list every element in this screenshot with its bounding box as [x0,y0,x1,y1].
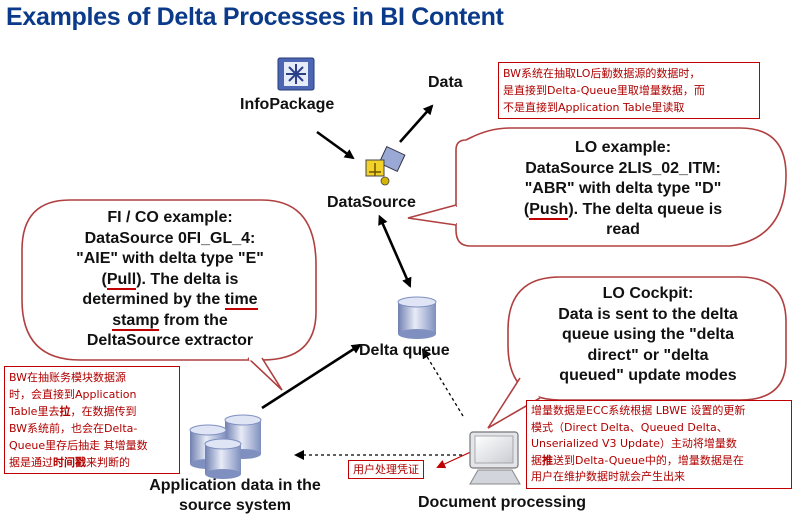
datasource-deltaqueue-arrow [378,214,412,288]
database-icon [189,414,262,479]
note-voucher: 用户处理凭证 [348,460,424,479]
note-top-right: BW系统在抽取LO后勤数据源的数据时， 是直接到Delta-Queue里取增量数… [498,62,760,119]
voucher-pointer-arrow [436,449,476,469]
delta-queue-label: Delta queue [359,342,450,359]
datasource-label: DataSource [327,194,416,211]
push-keyword: Push [529,200,569,220]
infopackage-icon [277,57,315,91]
datasource-icon [365,145,406,186]
fico-example-text: FI / CO example: DataSource 0FI_GL_4: "A… [76,209,264,349]
note-bottom-right: 增量数据是ECC系统根据 LBWE 设置的更新 模式（Direct Delta、… [526,400,792,489]
lo-example-text: LO example: DataSource 2LIS_02_ITM: "ABR… [523,139,723,238]
document-to-deltaqueue-arrow [421,348,464,417]
lo-example-bubble [407,127,787,247]
stamp-keyword: stamp [112,311,160,331]
lo-cockpit-text: LO Cockpit: Data is sent to the delta qu… [558,285,738,384]
note-left: BW在抽账务模块数据源 时，会直接到Application Table里去拉，在… [4,366,180,474]
document-processing-label: Document processing [418,494,587,511]
fico-example-bubble [21,199,317,391]
application-data-label: Application data in the source system [149,477,321,514]
delta-queue-icon [397,296,437,339]
computer-icon [469,431,521,485]
data-label: Data [428,74,463,91]
pull-keyword: Pull [106,270,137,290]
page-title: Examples of Delta Processes in BI Conten… [6,3,504,31]
time-keyword: time [224,291,258,310]
appdata-to-deltaqueue-arrow [261,343,362,410]
infopackage-to-datasource-arrow [316,130,355,160]
infopackage-label: InfoPackage [240,96,335,113]
datasource-to-data-arrow [399,104,434,143]
